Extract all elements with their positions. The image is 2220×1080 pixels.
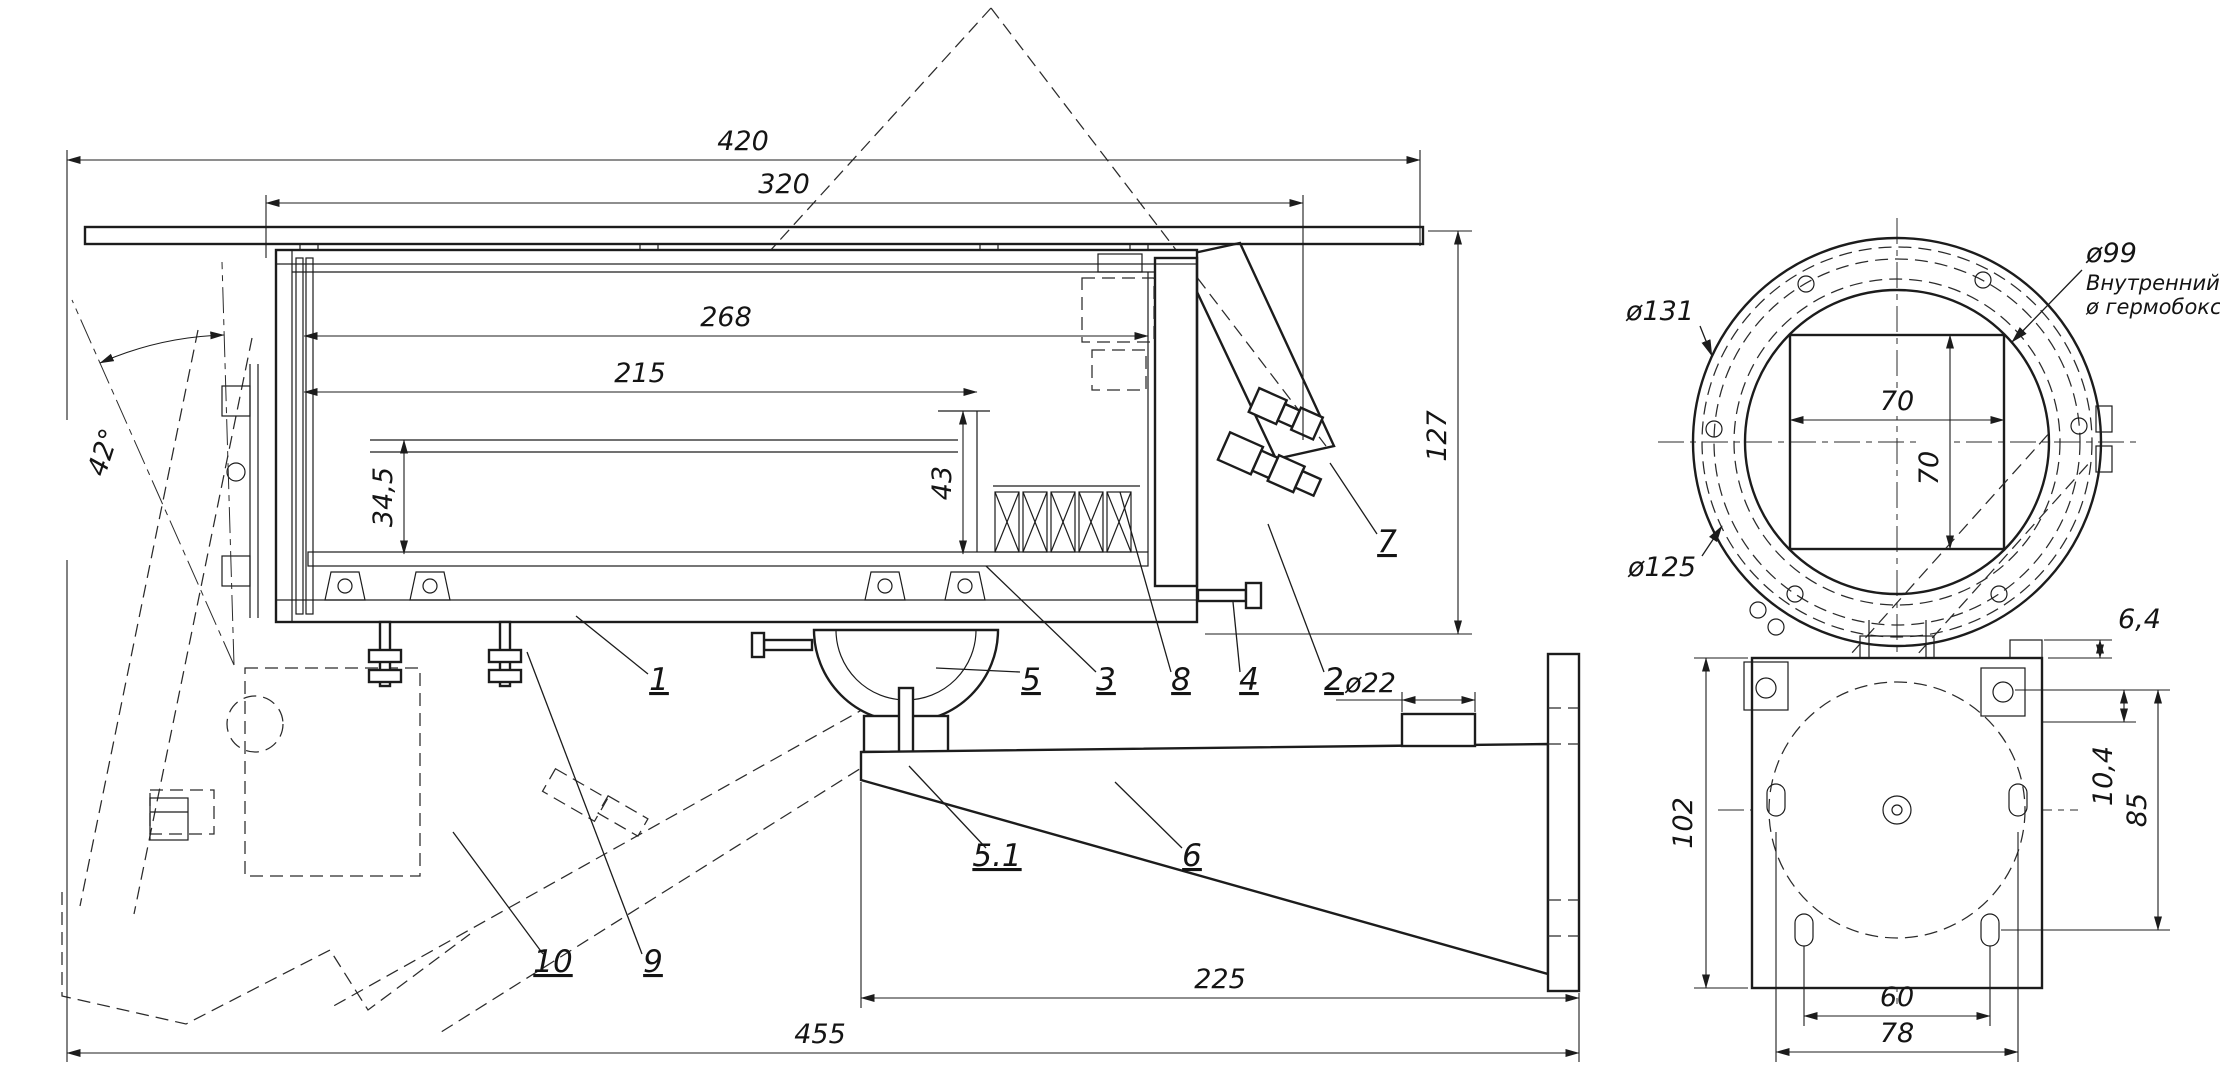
cable-glands	[1216, 386, 1325, 498]
sun-shield	[83, 225, 1425, 252]
dimension-85: 85	[2001, 689, 2170, 931]
bracket-arm	[859, 652, 1581, 993]
flange-face	[1691, 236, 2113, 648]
dia-99-note-line1: Внутренний	[2086, 271, 2220, 295]
base-plate	[307, 551, 1149, 567]
isolator-mounts	[324, 571, 986, 601]
dimension-455: 455	[66, 1008, 1580, 1062]
terminal-block	[993, 485, 1140, 553]
knuckle-hole-right	[1992, 681, 2014, 703]
callout-5-1: 5.1	[972, 838, 1021, 874]
dimension-225: 225	[860, 782, 1580, 1008]
dim-dia22-label: ø22	[1344, 668, 1396, 699]
front-view: 70 70 ø99 Внутренний ø гермобокса ø131 ø…	[1625, 218, 2220, 1062]
callout-10: 10	[533, 944, 572, 980]
dim-60-label: 60	[1880, 982, 1914, 1013]
callout-5: 5	[1021, 662, 1041, 698]
callout-4: 4	[1239, 662, 1259, 698]
dimension-268: 268	[303, 302, 1149, 341]
dia-131-label: ø131	[1625, 296, 1694, 327]
dimension-angle-42: 42°	[71, 261, 235, 666]
dim-102-label: 102	[1668, 797, 1699, 849]
dia-99-note-line2: ø гермобокса	[2085, 295, 2220, 319]
callout-7: 7	[1377, 524, 1397, 560]
dim-6-4-label: 6,4	[2118, 604, 2161, 635]
dimension-34-5: 34,5	[368, 439, 420, 555]
dimension-420: 420	[66, 126, 1421, 1062]
dim-85-label: 85	[2122, 793, 2153, 827]
rear-bolt	[1196, 581, 1263, 610]
dim-420-label: 420	[717, 126, 769, 157]
electronics-modules	[1081, 253, 1155, 391]
front-glass	[295, 257, 304, 615]
window-aperture	[1788, 333, 2006, 551]
dim-34-5-label: 34,5	[368, 467, 399, 527]
dimension-215: 215	[303, 358, 978, 397]
knuckle-hole-left	[1755, 677, 1777, 699]
label-dia-131: ø131	[1625, 296, 1713, 357]
dimension-dia-22: ø22	[1336, 668, 1476, 712]
callout-9: 9	[643, 944, 663, 980]
wall-flange-plate	[1546, 652, 1581, 993]
callout-3: 3	[1096, 662, 1116, 698]
housing-body	[274, 248, 1199, 624]
dimension-70-height: 70	[1914, 334, 1955, 550]
dim-268-label: 268	[700, 302, 752, 333]
callout-6: 6	[1182, 838, 1202, 874]
dim-78-label: 78	[1880, 1018, 1914, 1049]
callout-1: 1	[649, 662, 669, 698]
dia-99-label: ø99	[2085, 238, 2137, 269]
wall-plate-front	[1743, 620, 2044, 990]
dimension-60: 60	[1803, 946, 1991, 1026]
rear-cap	[1153, 256, 1199, 588]
dim-225-label: 225	[1194, 964, 1246, 995]
front-glass-inner	[305, 257, 314, 615]
side-view: 420 320 268 215 127 34,5 43	[66, 126, 1581, 1062]
dimension-127: 127	[1205, 230, 1472, 635]
dimension-6-4: 6,4	[2044, 604, 2161, 659]
callout-2: 2	[1324, 662, 1344, 698]
dimension-43: 43	[927, 410, 968, 555]
mounting-foot-bolts	[367, 620, 523, 688]
dim-70w-label: 70	[1880, 386, 1914, 417]
dimension-70-width: 70	[1789, 386, 2005, 425]
dim-10-4-label: 10,4	[2088, 746, 2119, 806]
dim-215-label: 215	[614, 358, 666, 389]
arm-boss	[1400, 712, 1477, 748]
dim-42deg-label: 42°	[82, 425, 126, 480]
rear-tilted-shield	[1178, 241, 1336, 461]
slot-top-right	[2008, 783, 2028, 817]
dim-70h-label: 70	[1914, 451, 1945, 485]
dim-455-label: 455	[794, 1019, 846, 1050]
dimension-78: 78	[1775, 832, 2019, 1062]
part-callouts: 1 5 3 8 4 2 7 5.1 6 9 10	[452, 462, 1397, 980]
dim-320-label: 320	[758, 169, 810, 200]
front-hinge-latch	[149, 364, 259, 841]
dimension-102: 102	[1668, 657, 1748, 989]
dimension-320: 320	[265, 169, 1304, 440]
dimension-10-4: 10,4	[2042, 689, 2136, 806]
label-dia-125: ø125	[1627, 525, 1723, 583]
dim-127-label: 127	[1422, 410, 1453, 462]
slot-top-left	[1766, 783, 1786, 817]
swivel-saddle	[750, 628, 1000, 771]
dia-125-label: ø125	[1627, 552, 1696, 583]
label-dia-99: ø99 Внутренний ø гермобокса	[2011, 238, 2220, 343]
dim-43-label: 43	[927, 466, 958, 500]
callout-8: 8	[1171, 662, 1191, 698]
